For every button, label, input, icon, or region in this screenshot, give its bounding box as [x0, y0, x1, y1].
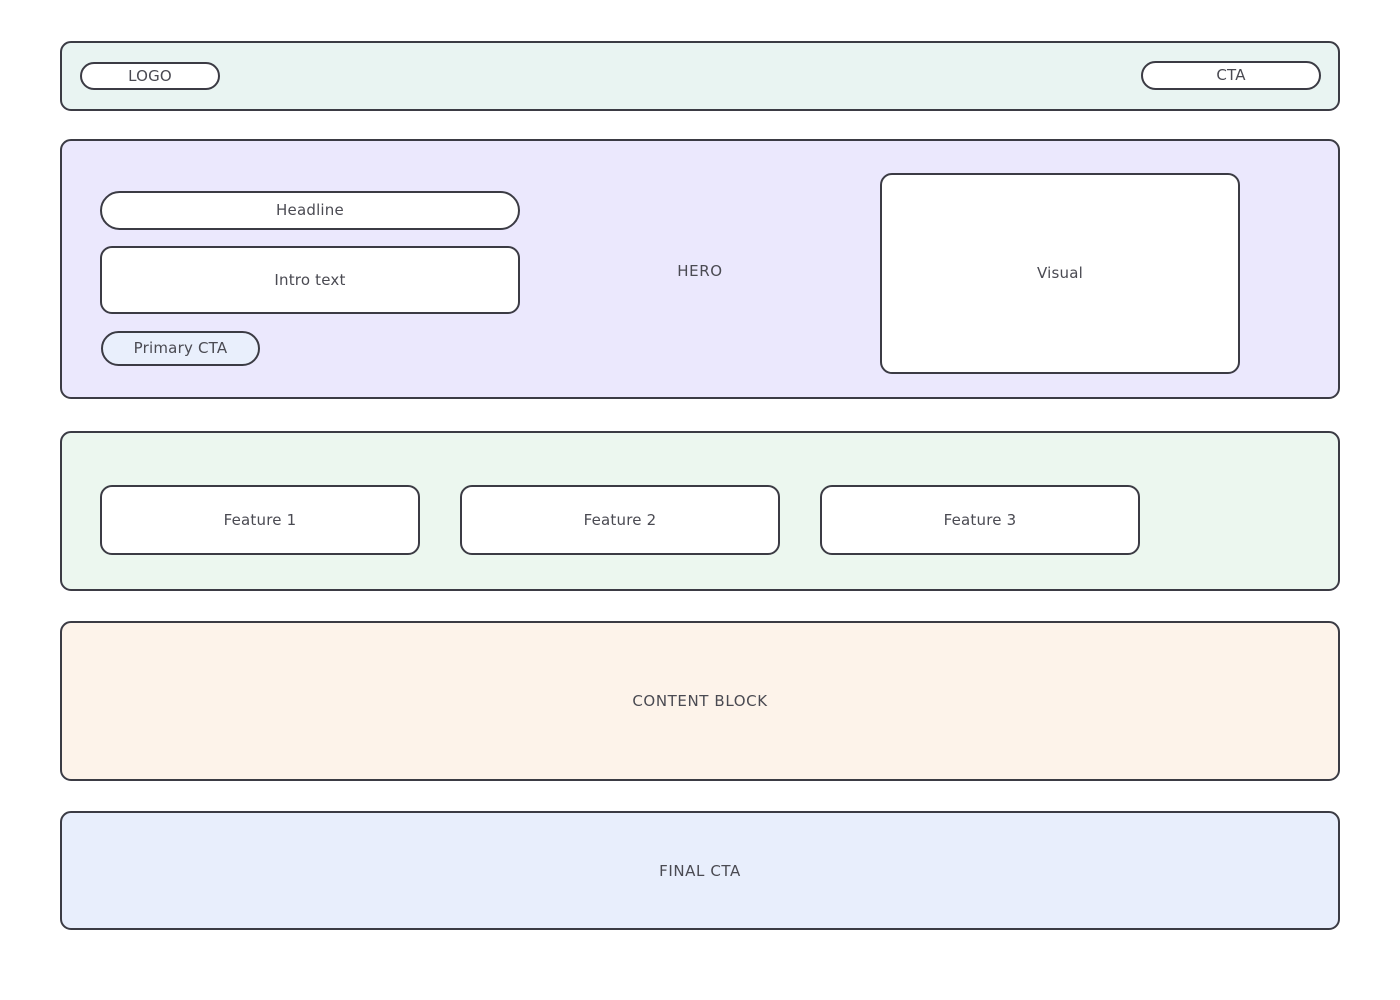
- logo-chip[interactable]: LOGO: [80, 62, 220, 90]
- final-cta-caption: FINAL CTA: [659, 862, 741, 880]
- header-section: [60, 41, 1340, 111]
- header-cta-button[interactable]: CTA: [1141, 61, 1321, 90]
- feature-card-label: Feature 3: [943, 510, 1017, 529]
- feature-card[interactable]: Feature 2: [460, 485, 780, 555]
- feature-card[interactable]: Feature 3: [820, 485, 1140, 555]
- content-block-section: [60, 621, 1340, 781]
- feature-card-label: Feature 2: [583, 510, 657, 529]
- logo-label: LOGO: [128, 66, 172, 85]
- header-cta-label: CTA: [1216, 66, 1246, 84]
- hero-primary-cta-label: Primary CTA: [133, 339, 228, 357]
- hero-primary-cta-button[interactable]: Primary CTA: [101, 331, 260, 366]
- final-cta-section: [60, 811, 1340, 930]
- feature-card-label: Feature 1: [223, 510, 297, 529]
- hero-intro-text-label: Intro text: [274, 270, 346, 289]
- hero-visual-placeholder: Visual: [880, 173, 1240, 374]
- hero-headline-label: Headline: [276, 201, 344, 219]
- content-block-caption: CONTENT BLOCK: [632, 692, 768, 710]
- hero-headline-placeholder: Headline: [100, 191, 520, 230]
- hero-intro-text-placeholder: Intro text: [100, 246, 520, 314]
- feature-card[interactable]: Feature 1: [100, 485, 420, 555]
- hero-visual-label: Visual: [1037, 264, 1083, 282]
- hero-section-caption: HERO: [677, 262, 723, 280]
